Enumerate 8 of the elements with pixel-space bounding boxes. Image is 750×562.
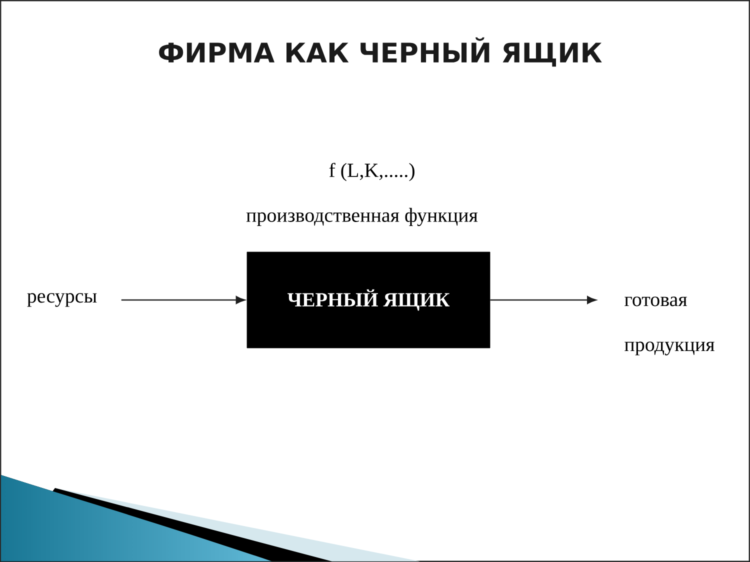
arrow [121,296,246,304]
output-label: готовая продукция [624,296,714,356]
arrow [490,296,596,304]
formula-text: f (L,K,.....) [329,162,414,182]
input-label: ресурсы [27,293,97,307]
slide-title: ФИРМА КАК ЧЕРНЫЙ ЯЩИК [159,37,602,67]
caption-text: производственная функция [246,208,478,226]
process-box: ЧЕРНЫЙ ЯЩИК [246,252,490,348]
